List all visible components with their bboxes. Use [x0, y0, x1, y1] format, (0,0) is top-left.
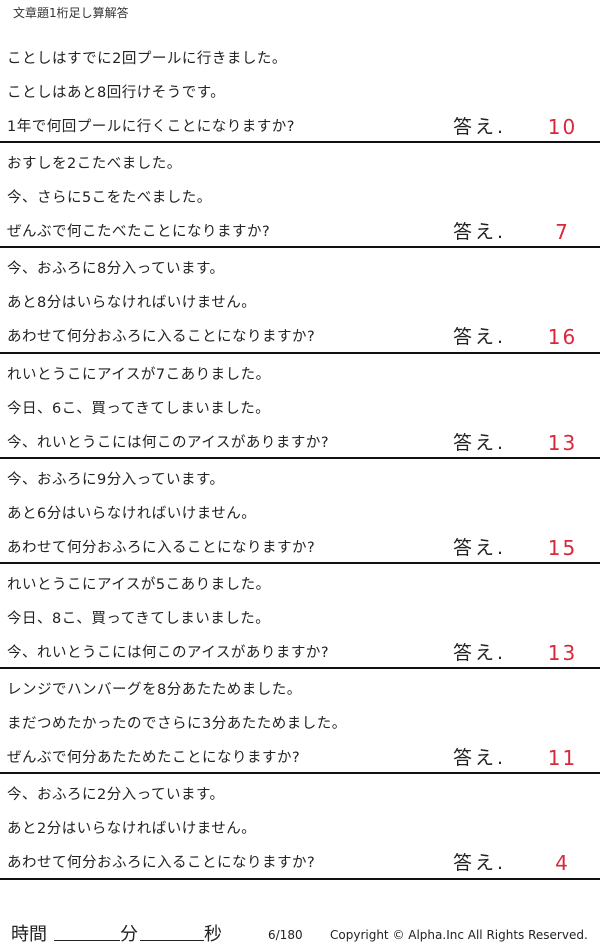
answer-value: 4 — [555, 851, 570, 876]
problem-1: ことしはすでに2回プールに行きました。 ことしはあと8回行けそうです。 1年で何… — [0, 38, 600, 144]
seconds-blank[interactable] — [140, 940, 204, 941]
answer-value: 10 — [547, 115, 578, 139]
problem-question: あわせて何分おふろに入ることになりますか? — [7, 329, 316, 346]
answer-value: 7 — [555, 220, 570, 245]
problem-line: ことしはすでに2回プールに行きました。 — [7, 51, 287, 67]
problem-line: あと6分はいらなければいけません。 — [7, 505, 257, 522]
problem-4: れいとうこにアイスが7こありました。 今日、6こ、買ってきてしまいました。 今、… — [0, 354, 600, 459]
problem-question: あわせて何分おふろに入ることになりますか? — [7, 539, 316, 556]
problem-line: あと2分はいらなければいけません。 — [7, 821, 257, 838]
problem-question: 今、れいとうこには何このアイスがありますか? — [7, 434, 330, 451]
problem-line: 今日、8こ、買ってきてしまいました。 — [7, 610, 271, 627]
answer-label: 答え. — [453, 641, 507, 664]
answer-value: 13 — [547, 640, 578, 665]
minutes-label: 分 — [120, 924, 138, 945]
problem-line: 今、おふろに8分入っています。 — [7, 261, 225, 278]
answer-label: 答え. — [453, 536, 507, 559]
problem-5: 今、おふろに9分入っています。 あと6分はいらなければいけません。 あわせて何分… — [0, 459, 600, 564]
page-number: 6/180 — [268, 928, 303, 942]
problem-list: ことしはすでに2回プールに行きました。 ことしはあと8回行けそうです。 1年で何… — [0, 38, 600, 880]
problem-6: れいとうこにアイスが5こありました。 今日、8こ、買ってきてしまいました。 今、… — [0, 564, 600, 670]
problem-line: レンジでハンバーグを8分あたためました。 — [7, 682, 302, 699]
problem-line: 今、さらに5こをたべました。 — [7, 190, 212, 207]
answer-label: 答え. — [453, 852, 507, 875]
footer: 時間 分 秒 6/180 Copyright © Alpha.Inc All R… — [0, 920, 600, 946]
problem-line: おすしを2こたべました。 — [7, 156, 182, 173]
problem-line: れいとうこにアイスが7こありました。 — [7, 366, 271, 383]
answer-value: 11 — [547, 746, 578, 771]
answer-value: 16 — [547, 325, 578, 350]
answer-label: 答え. — [453, 326, 507, 349]
answer-value: 13 — [547, 430, 578, 455]
minutes-blank[interactable] — [54, 940, 120, 941]
answer-label: 答え. — [453, 431, 507, 454]
problem-line: れいとうこにアイスが5こありました。 — [7, 576, 271, 593]
time-label: 時間 — [11, 924, 47, 945]
answer-value: 15 — [547, 535, 578, 560]
problem-line: 今、おふろに2分入っています。 — [7, 787, 225, 804]
seconds-label: 秒 — [204, 924, 222, 945]
answer-label: 答え. — [453, 221, 507, 244]
problem-question: 今、れいとうこには何このアイスがありますか? — [7, 644, 330, 661]
problem-question: 1年で何回プールに行くことになりますか? — [7, 119, 295, 135]
problem-question: あわせて何分おふろに入ることになりますか? — [7, 855, 316, 872]
problem-3: 今、おふろに8分入っています。 あと8分はいらなければいけません。 あわせて何分… — [0, 248, 600, 354]
problem-line: あと8分はいらなければいけません。 — [7, 295, 257, 312]
problem-question: ぜんぶで何分あたためたことになりますか? — [7, 750, 301, 767]
answer-label: 答え. — [453, 116, 507, 138]
answer-label: 答え. — [453, 747, 507, 770]
problem-line: まだつめたかったのでさらに3分あたためました。 — [7, 716, 347, 733]
problem-line: ことしはあと8回行けそうです。 — [7, 85, 226, 101]
problem-8: 今、おふろに2分入っています。 あと2分はいらなければいけません。 あわせて何分… — [0, 774, 600, 880]
problem-7: レンジでハンバーグを8分あたためました。 まだつめたかったのでさらに3分あたため… — [0, 669, 600, 775]
problem-question: ぜんぶで何こたべたことになりますか? — [7, 224, 271, 241]
problem-line: 今、おふろに9分入っています。 — [7, 471, 225, 488]
worksheet-title: 文章題1桁足し算解答 — [13, 6, 129, 20]
problem-line: 今日、6こ、買ってきてしまいました。 — [7, 400, 271, 417]
problem-2: おすしを2こたべました。 今、さらに5こをたべました。 ぜんぶで何こたべたことに… — [0, 143, 600, 249]
copyright-text: Copyright © Alpha.Inc All Rights Reserve… — [330, 928, 588, 942]
